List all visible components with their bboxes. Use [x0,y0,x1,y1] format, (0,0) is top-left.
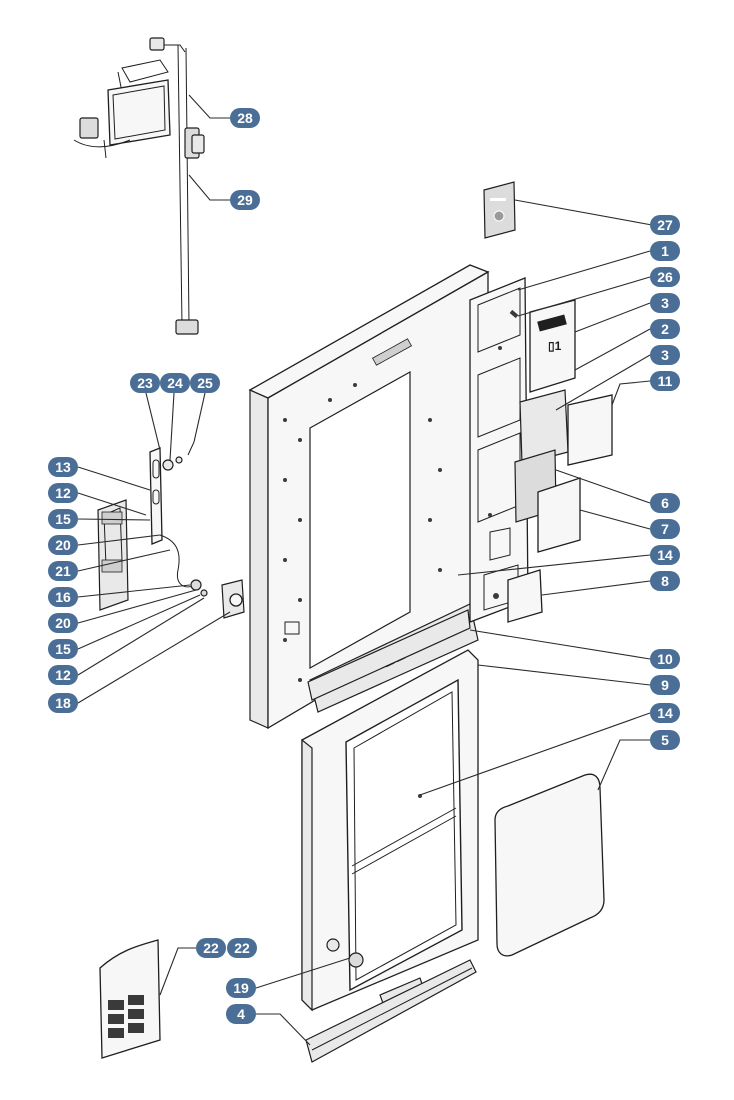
callout-25: 25 [190,373,220,393]
svg-text:22: 22 [234,940,250,956]
callout-24: 24 [160,373,190,393]
svg-text:▯1: ▯1 [548,339,562,353]
svg-text:12: 12 [55,485,71,501]
callout-22-right: 22 [227,938,257,958]
door-top-bar-part-10 [307,609,471,701]
svg-text:26: 26 [657,269,673,285]
callout-13: 13 [48,457,78,477]
callout-14-lower: 14 [650,703,680,723]
callout-2: 2 [650,319,680,339]
callout-5: 5 [650,730,680,750]
callout-21: 21 [48,561,78,581]
callout-16: 16 [48,587,78,607]
svg-text:15: 15 [55,641,71,657]
callout-3-upper: 3 [650,293,680,313]
bottom-strip-part-4 [305,959,477,1063]
svg-text:5: 5 [661,732,669,748]
callout-27: 27 [650,215,680,235]
svg-text:14: 14 [657,705,673,721]
callout-10: 10 [650,649,680,669]
svg-text:7: 7 [661,521,669,537]
svg-text:2: 2 [661,321,669,337]
hinge-bracket-assembly [97,441,245,619]
svg-text:27: 27 [657,217,673,233]
callout-14-upper: 14 [650,545,680,565]
callout-11: 11 [650,371,680,391]
svg-text:15: 15 [55,511,71,527]
svg-text:19: 19 [233,980,249,996]
svg-text:3: 3 [661,295,669,311]
front-door-part-9 [301,649,479,1012]
svg-text:10: 10 [657,651,673,667]
svg-text:24: 24 [167,375,183,391]
callout-23: 23 [130,373,160,393]
callout-15-upper: 15 [48,509,78,529]
callout-20-lower: 20 [48,613,78,633]
callout-22-left: 22 [196,938,226,958]
svg-text:11: 11 [658,373,673,389]
cabinet-door-frame: —·— [248,264,490,730]
callout-20-upper: 20 [48,535,78,555]
svg-text:3: 3 [661,347,669,363]
svg-text:25: 25 [197,375,213,391]
callout-18: 18 [48,693,78,713]
callout-6: 6 [650,493,680,513]
callout-15-lower: 15 [48,639,78,659]
label-plate-parts: ▯1 [509,299,576,393]
callout-19: 19 [226,978,256,998]
label-card-part-27 [483,181,516,239]
callout-26: 26 [650,267,680,287]
callout-29: 29 [230,190,260,210]
svg-text:21: 21 [55,563,71,579]
callout-badges: 28 29 27 1 26 3 2 3 11 6 7 14 8 10 9 14 … [48,108,680,1024]
svg-text:22: 22 [203,940,219,956]
svg-text:9: 9 [661,677,669,693]
label-sheet-part-22 [99,939,161,1059]
callout-8: 8 [650,571,680,591]
cover-panels [507,389,613,623]
svg-text:20: 20 [55,615,71,631]
callout-12-lower: 12 [48,665,78,685]
svg-text:18: 18 [55,695,71,711]
svg-text:8: 8 [661,573,669,589]
callout-12-upper: 12 [48,483,78,503]
svg-text:12: 12 [55,667,71,683]
callout-28: 28 [230,108,260,128]
svg-text:23: 23 [137,375,153,391]
svg-text:28: 28 [237,110,253,126]
callout-7: 7 [650,519,680,539]
leader-lines [77,94,653,1046]
svg-text:20: 20 [55,537,71,553]
svg-text:1: 1 [661,243,669,259]
callout-4: 4 [226,1004,256,1024]
callout-1: 1 [650,241,680,261]
callout-3-lower: 3 [650,345,680,365]
svg-text:4: 4 [237,1006,245,1022]
svg-text:14: 14 [657,547,673,563]
svg-text:13: 13 [55,459,71,475]
callout-9: 9 [650,675,680,695]
wire-harness-assembly [73,37,205,335]
svg-text:16: 16 [55,589,71,605]
svg-text:29: 29 [237,192,253,208]
glass-panel-part-5 [494,773,605,957]
svg-text:6: 6 [661,495,669,511]
